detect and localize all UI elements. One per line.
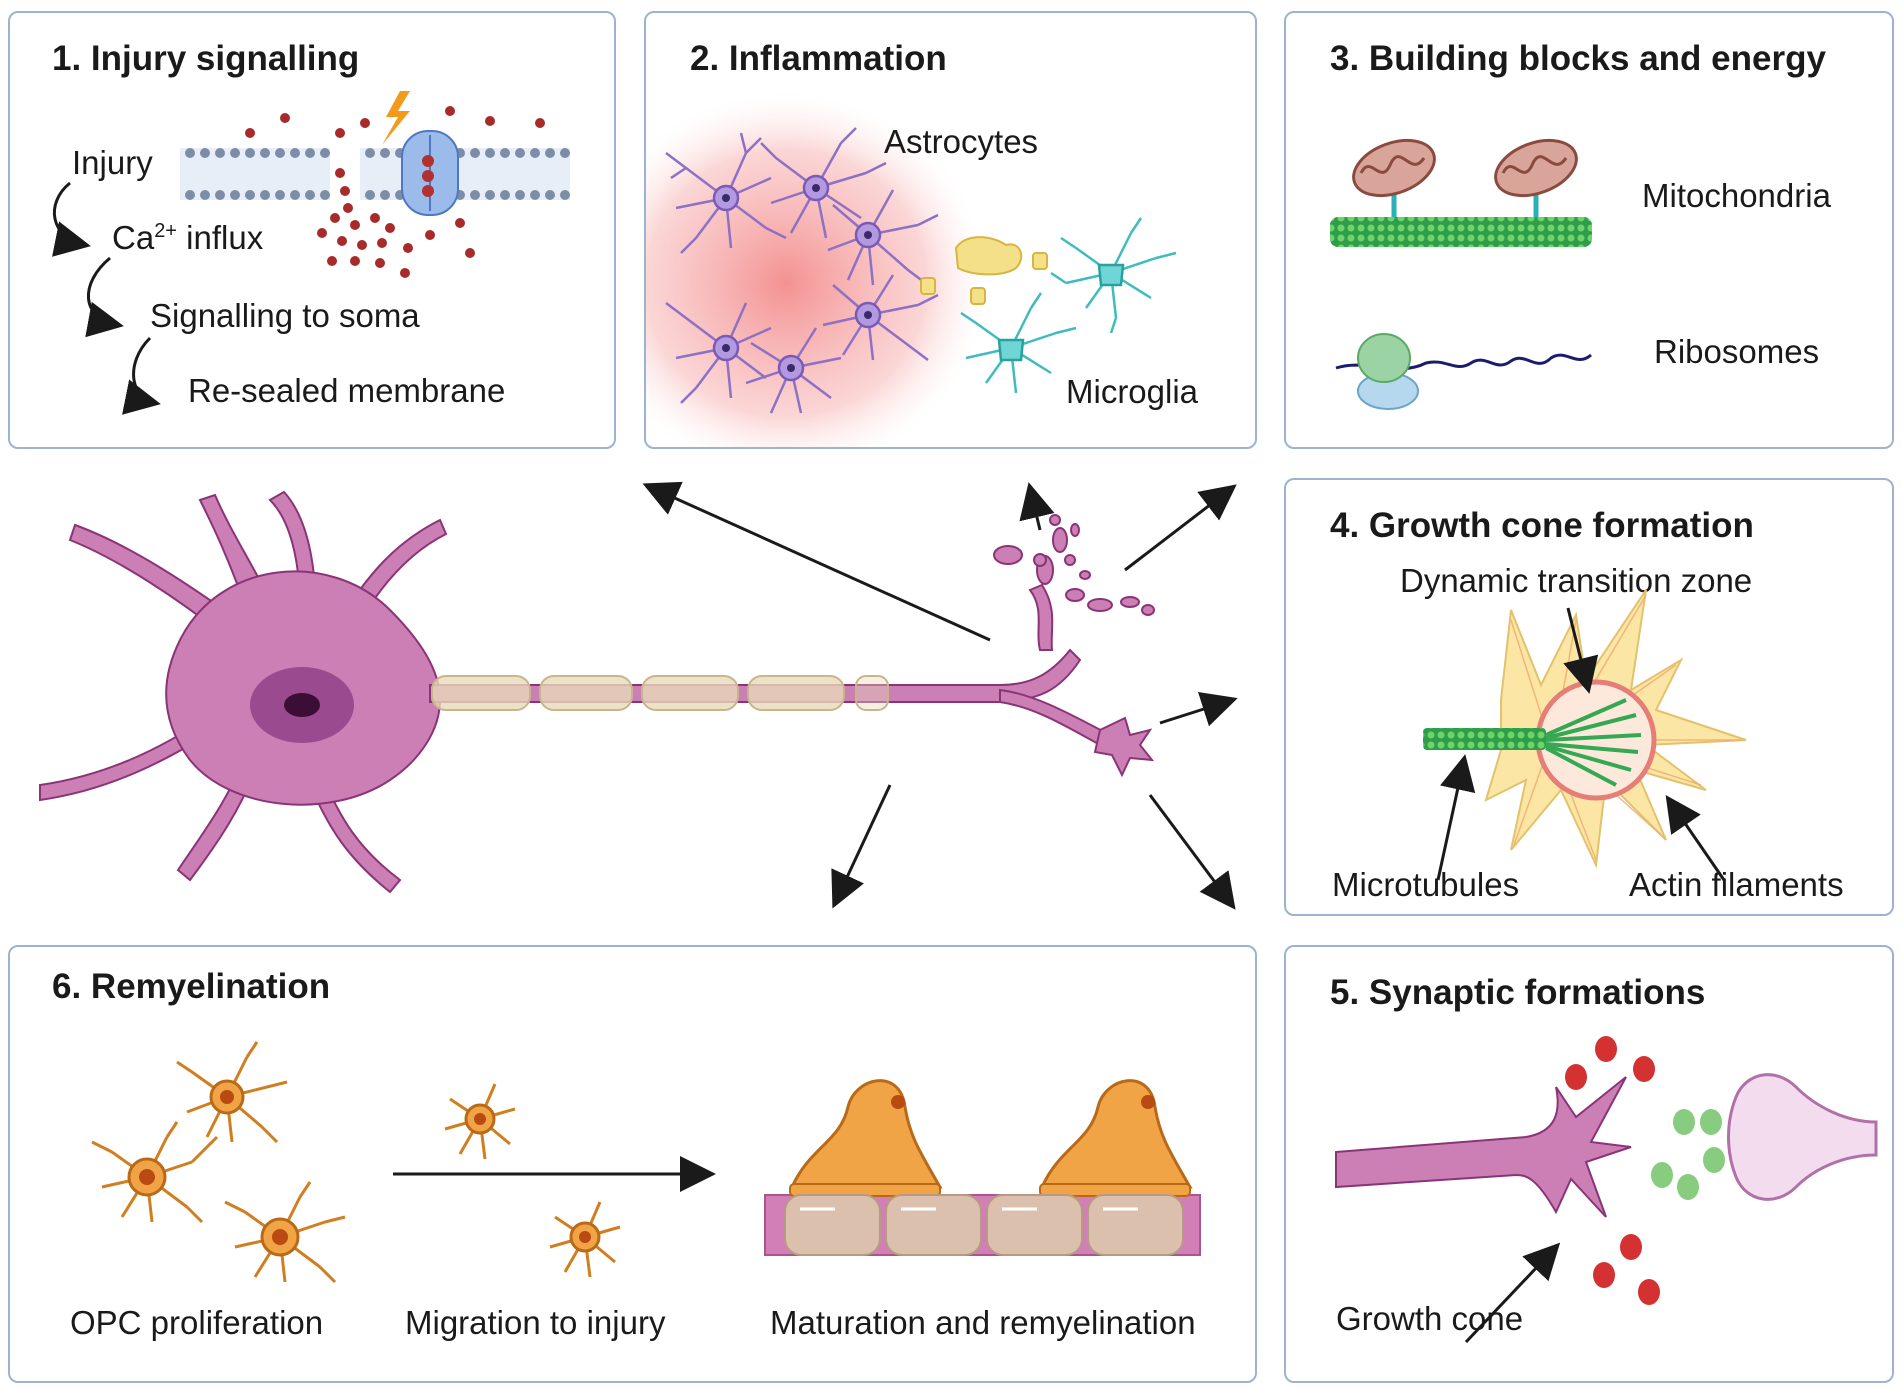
label-opc-proliferation: OPC proliferation xyxy=(70,1304,324,1341)
label-dynamic-transition-zone: Dynamic transition zone xyxy=(1400,562,1753,599)
panel-remyelination: 6. Remyelination xyxy=(8,945,1257,1383)
label-ribosomes: Ribosomes xyxy=(1654,333,1820,370)
label-microtubules: Microtubules xyxy=(1332,866,1520,903)
ribosome-illustration xyxy=(1335,333,1592,410)
astrocyte-cells xyxy=(665,127,939,414)
membrane-illustration xyxy=(52,91,570,415)
synapse-illustration xyxy=(1335,1036,1878,1344)
label-ca-superscript: 2+ xyxy=(154,220,177,242)
microglia-cells xyxy=(960,217,1177,394)
label-ca: Ca xyxy=(112,219,155,256)
label-actin-filaments: Actin filaments xyxy=(1629,866,1844,903)
label-influx: influx xyxy=(177,219,264,256)
panel-title: 3. Building blocks and energy xyxy=(1330,39,1826,78)
neuron-illustration xyxy=(39,490,1155,894)
panel-title: 6. Remyelination xyxy=(52,967,331,1006)
label-ca-influx: Ca2+ influx xyxy=(112,219,263,257)
myelinated-axon xyxy=(764,1079,1201,1256)
remyelination-illustration xyxy=(91,1041,1201,1284)
label-signalling-to-soma: Signalling to soma xyxy=(150,297,420,334)
panel-title: 4. Growth cone formation xyxy=(1330,506,1754,545)
panel-building-blocks: 3. Building blocks and energy Mitochondr… xyxy=(1284,11,1894,449)
panel-title: 5. Synaptic formations xyxy=(1330,973,1706,1012)
label-mitochondria: Mitochondria xyxy=(1642,177,1831,214)
opc-cells xyxy=(91,1041,621,1284)
label-migration-to-injury: Migration to injury xyxy=(405,1304,666,1341)
panel-injury-signalling: 1. Injury signalling xyxy=(8,11,616,449)
connection-arrows xyxy=(642,481,1238,910)
label-microglia: Microglia xyxy=(1066,373,1199,410)
panel-inflammation: 2. Inflammation Astrocytes Microglia xyxy=(644,11,1257,449)
label-astrocytes: Astrocytes xyxy=(884,123,1039,160)
label-growth-cone: Growth cone xyxy=(1336,1300,1524,1337)
mitochondria-illustration xyxy=(1352,138,1578,217)
inflammation-illustration xyxy=(646,93,1177,447)
label-resealed-membrane: Re-sealed membrane xyxy=(188,372,506,409)
panel-growth-cone: 4. Growth cone formation Dynamic transit… xyxy=(1284,478,1894,916)
label-injury: Injury xyxy=(72,144,153,181)
panel-title: 2. Inflammation xyxy=(690,39,947,78)
growth-cone-illustration xyxy=(1423,589,1747,881)
building-blocks-illustration xyxy=(1330,138,1592,410)
label-maturation-remyelination: Maturation and remyelination xyxy=(770,1304,1196,1341)
panel-title: 1. Injury signalling xyxy=(52,39,360,78)
panel-synaptic-formations: 5. Synaptic formations Growth cone xyxy=(1284,945,1894,1383)
